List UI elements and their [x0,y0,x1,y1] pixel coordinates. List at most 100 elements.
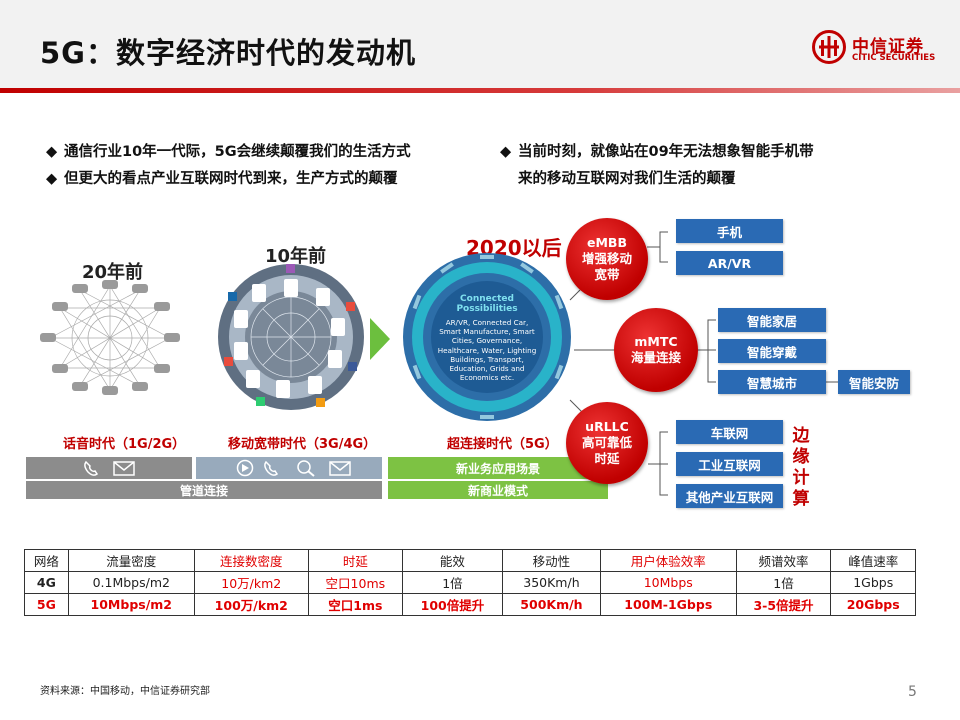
connected-line: Cities, Governance, [451,336,523,346]
edge-char: 算 [792,489,810,509]
new-app-label: 新业务应用场景 [455,462,540,476]
node-cn: 宽带 [594,267,620,282]
call-and-message-icons [84,460,135,476]
table-cell: 10Mbps/m2 [67,593,195,616]
table-header: 移动性 [501,549,601,572]
connected-lines: AR/VR, Connected Car, Smart Manufacture,… [432,318,542,382]
edge-char: 计 [792,468,810,488]
diamond-bullet-icon: ◆ [500,144,512,160]
pipe-connection-label: 管道连接 [179,484,228,498]
table-cell: 20Gbps [830,593,916,616]
table-row: 5G 10Mbps/m2 100万/km2 空口1ms 100倍提升 500Km… [24,593,916,616]
bullet-text: 来的移动互联网对我们生活的颠覆 [518,171,736,187]
table-header: 峰值速率 [830,549,916,572]
header-rule [0,88,960,93]
table-cell: 500Km/h [501,593,601,616]
logo-text-cn: 中信证券 [852,37,924,57]
bullet-text: 但更大的看点产业互联网时代到来，生产方式的颠覆 [64,171,398,187]
new-business-bar [388,481,608,499]
table-cell: 5G [24,593,69,616]
node-cn: 时延 [594,451,620,466]
node-cn: 高可靠低 [581,435,632,450]
table-cell: 4G [24,571,69,594]
box-smart-home: 智能家居 [718,308,826,332]
table-cell: 1Gbps [830,571,916,594]
connected-line: Buildings, Transport, [450,354,524,364]
table-header: 频谱效率 [735,549,832,572]
connected-line: Education, Grids and [449,364,525,374]
edge-computing-label: 边 缘 计 算 [792,426,810,510]
table-cell: 1倍 [401,571,503,594]
table-header: 用户体验效率 [599,549,737,572]
4g-5g-comparison-table: 网络 流量密度 连接数密度 时延 能效 移动性 用户体验效率 频谱效率 峰值速率… [24,549,916,616]
table-cell: 10Mbps [599,571,737,594]
mobile-broadband-ring-graphic [218,264,364,410]
new-app-bar [388,457,608,479]
table-cell: 10万/km2 [193,571,309,594]
mmtc-node: mMTC 海量连接 [614,308,698,392]
table-cell: 空口10ms [307,571,403,594]
connected-line: AR/VR, Connected Car, [445,318,529,327]
era-title-3: 超连接时代（5G） [447,437,558,452]
table-header: 连接数密度 [193,549,309,572]
node-cn: 海量连接 [630,350,681,365]
box-other-industrial-internet: 其他产业互联网 [676,484,783,508]
connected-heading: Connected Possibilities [456,294,518,314]
table-header: 流量密度 [67,549,195,572]
citic-logo: 中信证券 CITIC SECURITIES [812,30,948,66]
edge-char: 边 [792,426,810,446]
bullet-text: 通信行业10年一代际，5G会继续颠覆我们的生活方式 [64,144,411,160]
table-header-row: 网络 流量密度 连接数密度 时延 能效 移动性 用户体验效率 频谱效率 峰值速率 [24,549,916,572]
voice-era-mesh-graphic [40,280,180,395]
diamond-bullet-icon: ◆ [46,144,58,160]
bullet-left-2: ◆ 但更大的看点产业互联网时代到来，生产方式的颠覆 [46,168,398,190]
era-title-2: 移动宽带时代（3G/4G） [228,437,377,452]
embb-node: eMBB 增强移动 宽带 [566,218,648,300]
node-en: eMBB [587,235,627,250]
voice-era-icons-bar [26,457,192,479]
table-cell: 空口1ms [307,593,403,616]
era-title-1: 话音时代（1G/2G） [63,437,186,452]
header-band [0,0,960,88]
table-cell: 1倍 [735,571,832,594]
green-arrow-icon [370,318,390,360]
box-smart-security: 智能安防 [838,370,910,394]
node-en: mMTC [634,334,678,349]
video-call-search-message-icons [236,459,351,477]
table-row: 4G 0.1Mbps/m2 10万/km2 空口10ms 1倍 350Km/h … [24,571,916,594]
connected-possibilities-ring-graphic [403,253,571,421]
connected-line: Smart Manufacture, Smart [439,327,535,337]
table-cell: 0.1Mbps/m2 [67,571,195,594]
pipe-connection-bar [26,481,382,499]
table-cell: 3-5倍提升 [735,593,832,616]
diamond-bullet-icon: ◆ [46,171,58,187]
page-title: 5G：数字经济时代的发动机 [40,36,416,70]
table-cell: 350Km/h [501,571,601,594]
box-phone: 手机 [676,219,783,243]
table-header: 能效 [401,549,503,572]
box-industrial-internet: 工业互联网 [676,452,783,476]
box-arvr: AR/VR [676,251,783,275]
bullet-right-1: ◆ 当前时刻，就像站在09年无法想象智能手机带 [500,141,814,163]
table-cell: 100M-1Gbps [599,593,737,616]
box-smart-wear: 智能穿戴 [718,339,826,363]
connected-line: Economics etc. [459,373,515,383]
new-business-label: 新商业模式 [467,484,528,498]
node-cn: 增强移动 [581,251,632,266]
node-en: uRLLC [585,419,629,434]
bullet-left-1: ◆ 通信行业10年一代际，5G会继续颠覆我们的生活方式 [46,141,411,163]
era-time-1: 20年前 [82,262,144,283]
table-cell: 100万/km2 [193,593,309,616]
bullet-right-2: 来的移动互联网对我们生活的颠覆 [518,168,736,190]
era-time-2: 10年前 [265,246,327,267]
citic-logo-icon [812,30,846,64]
page-number: 5 [908,684,917,700]
table-cell: 100倍提升 [401,593,503,616]
table-header: 网络 [24,549,69,572]
box-iov: 车联网 [676,420,783,444]
urllc-node: uRLLC 高可靠低 时延 [566,402,648,484]
bullet-text: 当前时刻，就像站在09年无法想象智能手机带 [518,144,814,160]
logo-text-en: CITIC SECURITIES [852,53,936,63]
edge-char: 缘 [792,447,810,467]
